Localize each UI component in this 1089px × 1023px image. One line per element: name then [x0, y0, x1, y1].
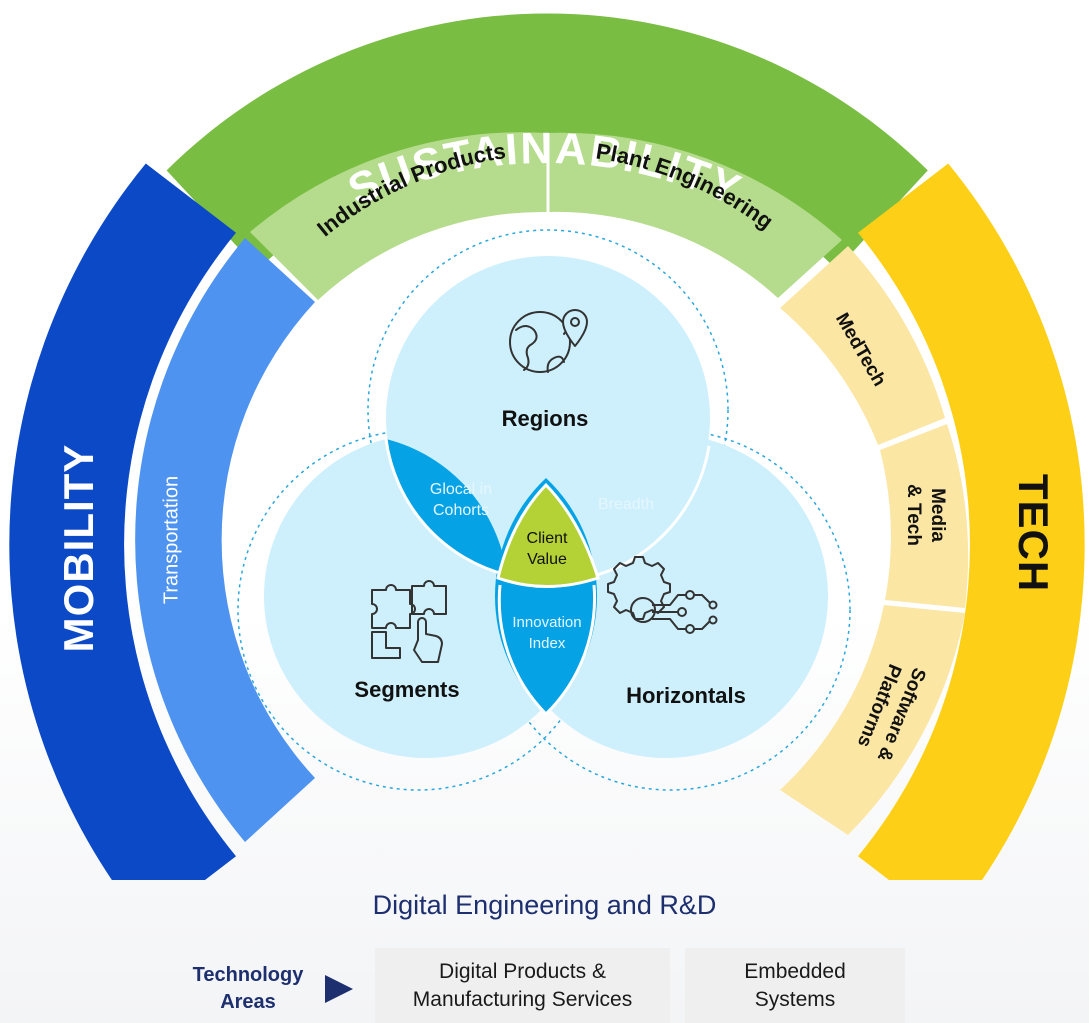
segments-label: Segments [354, 677, 459, 702]
transportation-label: Transportation [160, 476, 182, 604]
glocal-lens [386, 439, 507, 575]
horizontals-label: Horizontals [626, 683, 746, 708]
digital-engineering-title: Digital Engineering and R&D [372, 890, 717, 920]
medtech-band [780, 246, 945, 445]
glocal-label-line1: Glocal in [430, 481, 492, 498]
client-value-center [496, 482, 600, 588]
diagram-canvas: SUSTAINABILITY MOBILITY TECH Industrial … [9, 13, 1085, 880]
horizontals-circle [504, 434, 828, 758]
industrial-products-band [250, 132, 547, 300]
svg-text:Media: Media [927, 488, 948, 542]
tech-label: TECH [1010, 474, 1057, 592]
mobility-label: MOBILITY [55, 444, 102, 653]
technology-areas-label: Technology Areas [192, 964, 304, 1013]
regions-label: Regions [502, 406, 589, 431]
innovation-label-line1: Innovation [512, 614, 581, 631]
transportation-band [135, 238, 315, 842]
mobility-band [9, 163, 236, 880]
media-tech-band [880, 424, 969, 608]
media-tech-label: Media & Tech [903, 484, 948, 546]
globe-location-icon [509, 309, 588, 373]
play-arrow-icon [325, 975, 353, 1003]
puzzle-hand-icon [371, 580, 447, 663]
glocal-label-line2: Cohorts [433, 502, 489, 519]
gear-circuit-icon [607, 556, 718, 634]
software-platforms-band [780, 605, 965, 835]
technology-areas-row: Technology Areas Digital Products & Manu… [0, 948, 1089, 1023]
plant-engineering-band [549, 132, 842, 298]
embedded-systems-box: Embedded Systems [685, 948, 905, 1023]
innovation-label-line2: Index [529, 635, 566, 652]
tech-band [858, 163, 1085, 880]
segments-circle [264, 434, 588, 758]
digital-products-box: Digital Products & Manufacturing Service… [375, 948, 670, 1023]
client-label-line2: Value [527, 551, 567, 568]
client-label-line1: Client [527, 530, 568, 547]
svg-text:& Tech: & Tech [903, 484, 924, 546]
breadth-label: Breadth [598, 496, 654, 513]
